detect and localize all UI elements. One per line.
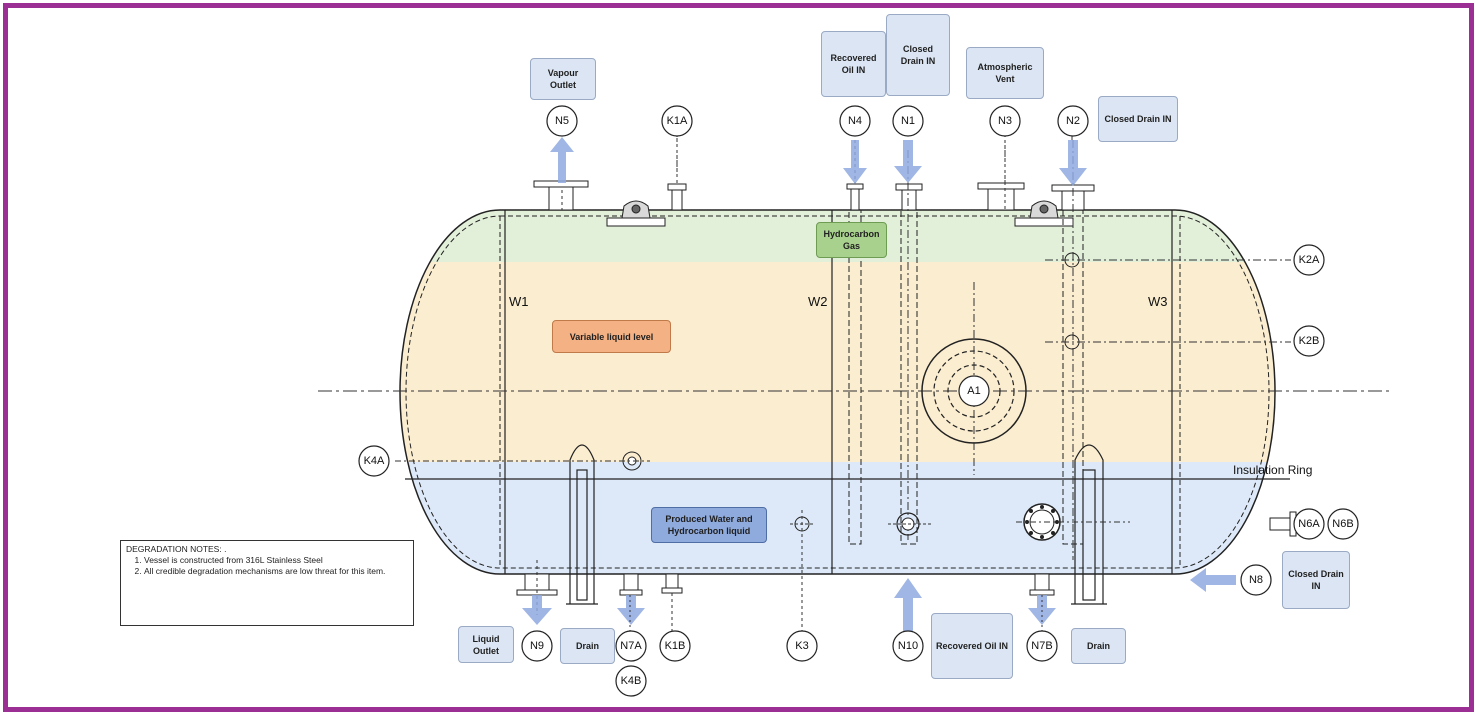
nozzle-label-n10: N10 xyxy=(898,640,918,652)
lifting-lug-left xyxy=(606,200,666,227)
weld-label-w1: W1 xyxy=(509,294,529,309)
outlet-internal-left xyxy=(566,444,598,605)
nozzle-label-k4a: K4A xyxy=(364,455,385,467)
nozzle-label-n7b: N7B xyxy=(1031,640,1052,652)
nozzle-label-n6a: N6A xyxy=(1298,518,1320,530)
arrow-n7a-out xyxy=(617,595,645,625)
nozzle-label-n1: N1 xyxy=(901,115,915,127)
nozzle-label-n8: N8 xyxy=(1249,574,1263,586)
outlet-internal-right xyxy=(1071,444,1107,605)
arrow-n4-in xyxy=(843,140,867,184)
nozzle-label-n4: N4 xyxy=(848,115,862,127)
zone-label-gas: Hydrocarbon Gas xyxy=(816,222,887,258)
notes-item-2: All credible degradation mechanisms are … xyxy=(144,566,408,577)
notes-list: Vessel is constructed from 316L Stainles… xyxy=(126,555,408,577)
nozzle-n6-side xyxy=(1269,511,1297,537)
zone-label-water: Produced Water and Hydrocarbon liquid xyxy=(651,507,767,543)
liquid-zone xyxy=(400,262,1275,462)
arrow-n1-in xyxy=(894,140,922,183)
zone-label-liquid-level: Variable liquid level xyxy=(552,320,671,353)
nozzle-label-k3: K3 xyxy=(795,640,808,652)
arrow-n2-in xyxy=(1059,140,1087,186)
callout-closed-drain-in-top: Closed Drain IN xyxy=(886,14,950,96)
callout-vapour-outlet: Vapour Outlet xyxy=(530,58,596,100)
nozzle-label-n5: N5 xyxy=(555,115,569,127)
callout-drain-n7a: Drain xyxy=(560,628,615,664)
notes-item-1: Vessel is constructed from 316L Stainles… xyxy=(144,555,408,566)
nozzle-n3-flange xyxy=(977,182,1025,211)
nozzle-label-n7a: N7A xyxy=(620,640,642,652)
callout-closed-drain-in-n2: Closed Drain IN xyxy=(1098,96,1178,142)
nozzle-label-k4b: K4B xyxy=(621,675,642,687)
nozzle-label-n2: N2 xyxy=(1066,115,1080,127)
nozzle-label-n6b: N6B xyxy=(1332,518,1353,530)
nozzle-label-k1b: K1B xyxy=(665,640,686,652)
nozzle-k1a-flange xyxy=(667,183,687,211)
nozzle-label-k1a: K1A xyxy=(667,115,688,127)
vessel-shell xyxy=(399,209,1276,575)
callout-liquid-outlet: Liquid Outlet xyxy=(458,626,514,663)
arrow-n5-out xyxy=(550,137,574,183)
callout-recovered-oil-in-bottom: Recovered Oil IN xyxy=(931,613,1013,679)
insulation-ring-label: Insulation Ring xyxy=(1233,463,1312,477)
callout-atmospheric-vent: Atmospheric Vent xyxy=(966,47,1044,99)
weld-label-w2: W2 xyxy=(808,294,828,309)
degradation-notes: DEGRADATION NOTES: . Vessel is construct… xyxy=(120,540,414,626)
flow-arrows xyxy=(522,137,1236,632)
nozzle-label-n9: N9 xyxy=(530,640,544,652)
nozzle-label-k2a: K2A xyxy=(1299,254,1320,266)
weld-label-w3: W3 xyxy=(1148,294,1168,309)
callout-recovered-oil-in-top: Recovered Oil IN xyxy=(821,31,886,97)
vessel-shell-inner xyxy=(405,215,1270,569)
dip-pipe-n4 xyxy=(848,209,862,545)
notes-title: DEGRADATION NOTES: . xyxy=(126,544,227,554)
callout-drain-n7b: Drain xyxy=(1071,628,1126,664)
callout-closed-drain-in-n8: Closed Drain IN xyxy=(1282,551,1350,609)
nozzle-n4-flange xyxy=(846,183,864,211)
nozzle-n5-flange xyxy=(533,180,589,211)
nozzle-label-n3: N3 xyxy=(998,115,1012,127)
arrow-n9-out xyxy=(522,595,552,625)
arrow-n8-in xyxy=(1190,568,1236,592)
nozzle-label-k2b: K2B xyxy=(1299,335,1320,347)
nozzle-n1-flange xyxy=(895,183,923,211)
manway-label-a1: A1 xyxy=(967,385,980,397)
dip-pipe-n1 xyxy=(900,209,918,545)
water-zone xyxy=(400,462,1275,574)
flange-n6-internal xyxy=(1023,503,1061,541)
arrow-n10-in xyxy=(894,578,922,632)
lifting-lug-right xyxy=(1014,200,1074,227)
